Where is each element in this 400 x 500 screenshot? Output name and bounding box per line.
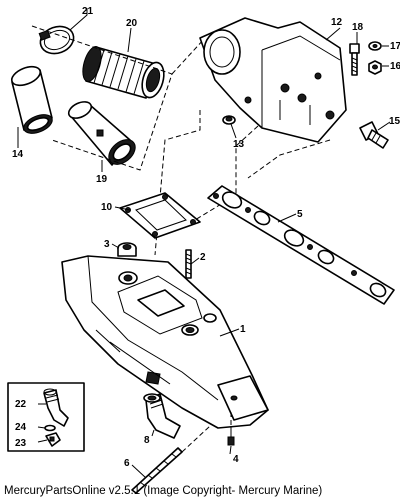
part-17-washer[interactable] — [368, 41, 382, 51]
callout-22: 22 — [15, 399, 27, 410]
callout-24: 24 — [15, 422, 27, 433]
guide-line — [171, 37, 206, 75]
part-12-exhaust-elbow[interactable] — [199, 17, 347, 143]
callout-16: 16 — [390, 61, 400, 72]
callout-17: 17 — [390, 41, 400, 52]
callout-13: 13 — [233, 139, 245, 150]
part-16-nut[interactable] — [368, 60, 382, 75]
callout-19: 19 — [96, 174, 108, 185]
part-13-plug[interactable] — [222, 115, 236, 125]
callout-21: 21 — [82, 6, 94, 17]
callout-3: 3 — [104, 239, 110, 250]
part-21-hose-clamp[interactable] — [37, 22, 78, 58]
part-10-gasket[interactable] — [119, 192, 201, 239]
part-5-manifold-gasket[interactable] — [207, 185, 395, 305]
leader-lines — [17, 8, 391, 479]
part-2-stud[interactable] — [185, 249, 192, 279]
part-15-fitting[interactable] — [359, 121, 389, 149]
callout-2: 2 — [200, 252, 206, 263]
inset-box — [7, 382, 85, 452]
callout-23: 23 — [15, 438, 27, 449]
copyright-footer: MercuryPartsOnline v2.5.1 (Image Copyrig… — [4, 485, 323, 497]
callout-12: 12 — [331, 17, 343, 28]
part-18-bolt[interactable] — [349, 43, 360, 76]
callout-20: 20 — [126, 18, 138, 29]
guide-line — [181, 425, 211, 453]
part-22-elbow[interactable] — [43, 388, 69, 427]
part-6-long-stud[interactable] — [131, 447, 183, 494]
callout-10: 10 — [101, 202, 113, 213]
callout-15: 15 — [389, 116, 400, 127]
part-4-drain-plug[interactable] — [227, 426, 235, 446]
part-23-fitting[interactable] — [45, 432, 61, 447]
part-1-exhaust-manifold[interactable] — [61, 255, 269, 429]
callout-4: 4 — [233, 454, 239, 465]
part-14-sleeve[interactable] — [9, 63, 55, 137]
callout-6: 6 — [124, 458, 130, 469]
guide-line — [247, 139, 331, 179]
callout-18: 18 — [352, 22, 364, 33]
callout-8: 8 — [144, 435, 150, 446]
callout-14: 14 — [12, 149, 24, 160]
callout-5: 5 — [297, 209, 303, 220]
part-8-elbow-fitting[interactable] — [143, 393, 181, 439]
callout-1: 1 — [240, 324, 246, 335]
callout-labels: 21 20 12 18 17 16 14 19 13 15 10 5 3 2 1… — [12, 6, 400, 469]
guide-line — [31, 25, 173, 171]
part-20-exhaust-hose[interactable] — [79, 44, 167, 100]
part-24-o-ring[interactable] — [44, 424, 56, 432]
part-3-plug[interactable] — [117, 242, 137, 257]
part-19-exhaust-tube[interactable] — [66, 99, 140, 170]
